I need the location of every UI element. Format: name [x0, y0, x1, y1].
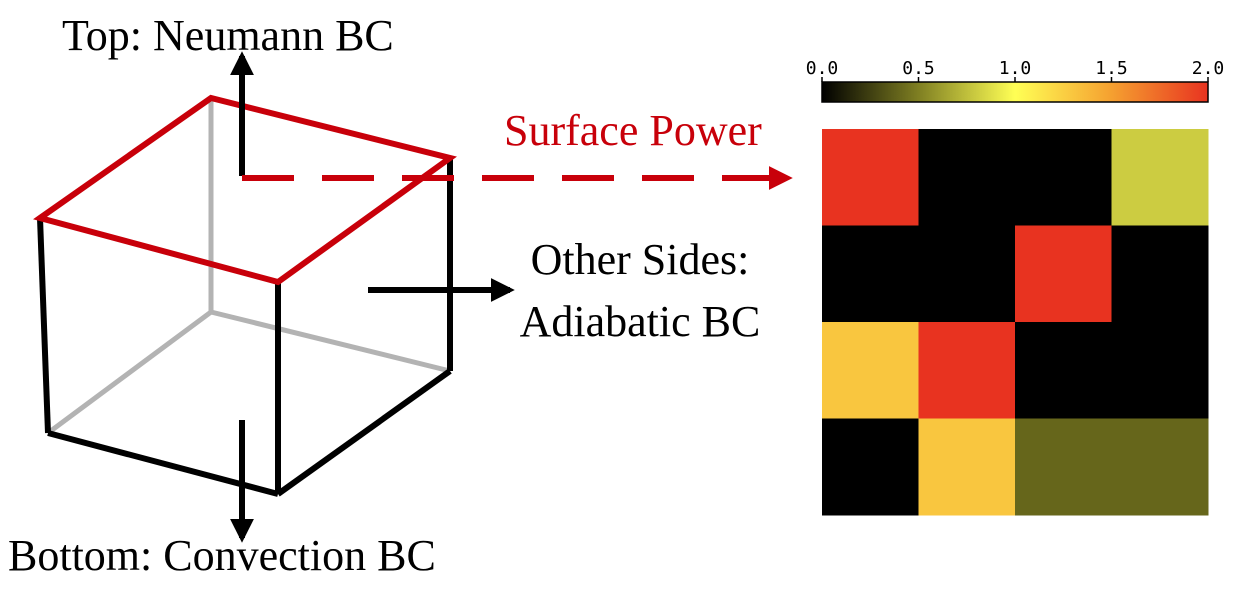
bottom-bc-label: Bottom: Convection BC [8, 531, 436, 580]
top-bc-label: Top: Neumann BC [62, 11, 394, 60]
hidden-edge-bottom-left [46, 309, 213, 436]
heatmap-cell [1015, 225, 1112, 323]
colorbar-tick-label: 1.0 [999, 58, 1032, 79]
cube-hidden-edges [46, 98, 451, 436]
heatmap-cell [822, 225, 919, 323]
heatmap-cell [918, 322, 1016, 419]
heatmap-cell [822, 322, 919, 419]
heatmap-cell [1111, 129, 1209, 226]
cube [33, 94, 457, 497]
colorbar-ticks: 0.0 0.5 1.0 1.5 2.0 [806, 58, 1225, 82]
edge-bottom-right [276, 368, 452, 497]
sides-bc-label-line1: Other Sides: [531, 235, 750, 284]
cube-visible-edges [37, 158, 453, 497]
colorbar-tick-label: 0.0 [806, 58, 839, 79]
colorbar-tick-label: 2.0 [1192, 58, 1225, 79]
heatmap-cell [918, 225, 1016, 323]
heatmap-cell [1111, 225, 1209, 323]
heatmap-cell [918, 129, 1016, 226]
heatmap-cell [822, 129, 919, 226]
sides-bc-label-line2: Adiabatic BC [520, 297, 761, 346]
cube-top-face [33, 94, 457, 286]
heatmap-cell [918, 418, 1016, 516]
colorbar-bar [821, 81, 1209, 103]
heatmap-cell [822, 418, 919, 516]
heatmap-cell [1111, 418, 1209, 516]
hidden-edge-bottom-right [210, 309, 451, 374]
colorbar: 0.0 0.5 1.0 1.5 2.0 [806, 58, 1225, 103]
heatmap-cell [1015, 322, 1112, 419]
heatmap-cell [1015, 129, 1112, 226]
colorbar-tick-label: 1.5 [1095, 58, 1128, 79]
colorbar-tick-label: 0.5 [902, 58, 935, 79]
edge-front-left [37, 217, 51, 434]
heatmap-cell [1111, 322, 1209, 419]
heatmap-cell [1015, 418, 1112, 516]
surface-power-heatmap [822, 129, 1209, 516]
surface-power-label: Surface Power [504, 106, 762, 155]
